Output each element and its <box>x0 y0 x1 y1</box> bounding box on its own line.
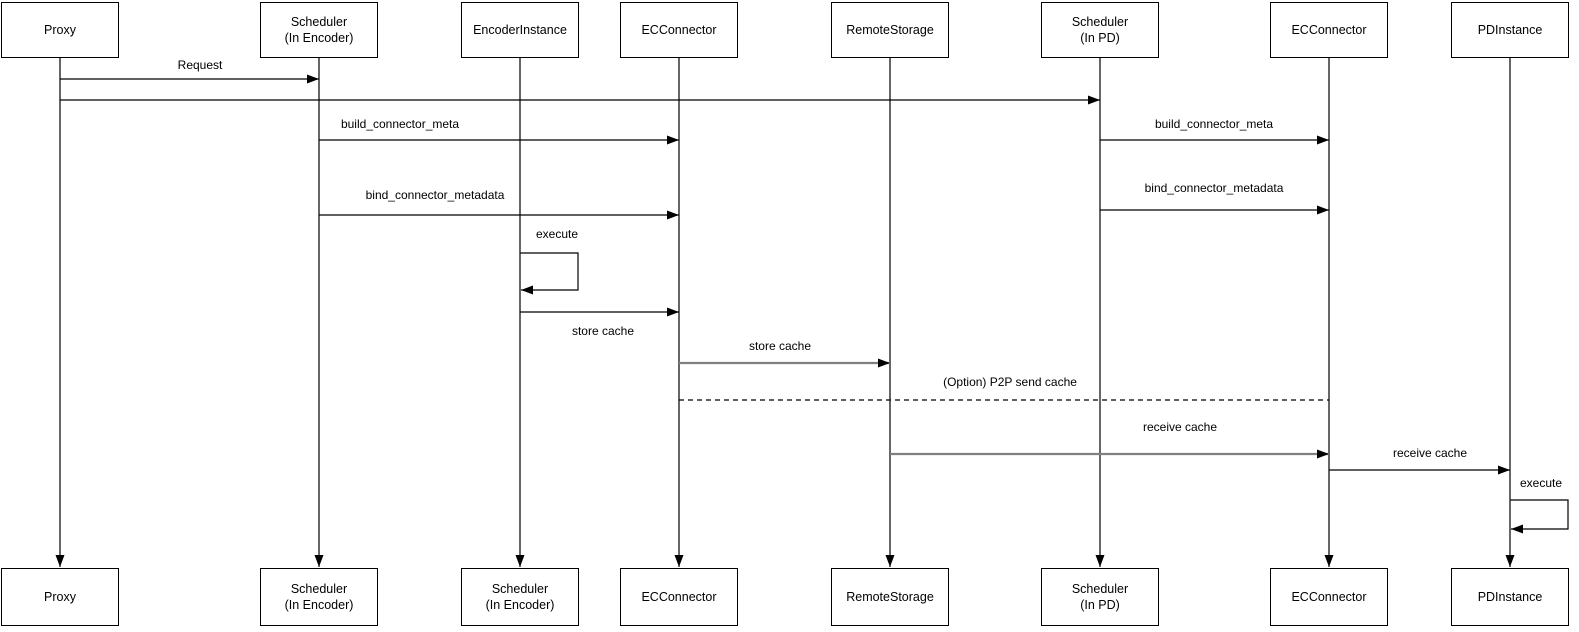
participant-label-bottom-ec-connector-2: ECConnector <box>1291 589 1367 604</box>
message-label-option-p2p-send-cache-8: (Option) P2P send cache <box>941 375 1079 389</box>
self-message-label-execute-pd-instance: execute <box>1517 476 1565 490</box>
participant-label-top-ec-connector-2: ECConnector <box>1291 22 1367 37</box>
participant-label-bottom-proxy: Proxy <box>44 589 76 604</box>
participant-box-bottom-proxy: Proxy <box>1 568 119 626</box>
message-label-request-0: Request <box>175 58 225 72</box>
participant-label-top-pd-instance: PDInstance <box>1477 22 1543 37</box>
message-label-receive-cache-9: receive cache <box>1140 420 1220 434</box>
participant-box-top-encoder-instance: EncoderInstance <box>461 2 579 58</box>
participant-label-top-ec-connector-1: ECConnector <box>641 22 717 37</box>
participant-label-bottom-scheduler-encoder: Scheduler (In Encoder) <box>284 581 354 612</box>
message-label-build-connector-meta-3: build_connector_meta <box>1152 117 1276 131</box>
participant-label-top-remote-storage: RemoteStorage <box>846 22 934 37</box>
participant-box-bottom-ec-connector-2: ECConnector <box>1270 568 1388 626</box>
message-label-store-cache-6: store cache <box>569 324 637 338</box>
participant-box-top-proxy: Proxy <box>1 2 119 58</box>
message-label-bind-connector-metadata-5: bind_connector_metadata <box>1142 181 1286 195</box>
participant-label-bottom-encoder-instance: Scheduler (In Encoder) <box>485 581 555 612</box>
participant-box-bottom-ec-connector-1: ECConnector <box>620 568 738 626</box>
participant-box-top-pd-instance: PDInstance <box>1451 2 1569 58</box>
participant-box-top-scheduler-pd: Scheduler (In PD) <box>1041 2 1159 58</box>
participant-label-top-encoder-instance: EncoderInstance <box>473 22 567 37</box>
message-label-receive-cache-10: receive cache <box>1390 446 1470 460</box>
participant-box-bottom-remote-storage: RemoteStorage <box>831 568 949 626</box>
participant-box-top-ec-connector-2: ECConnector <box>1270 2 1388 58</box>
participant-label-top-scheduler-pd: Scheduler (In PD) <box>1071 14 1129 45</box>
participant-box-top-remote-storage: RemoteStorage <box>831 2 949 58</box>
participant-box-bottom-scheduler-encoder: Scheduler (In Encoder) <box>260 568 378 626</box>
participant-box-bottom-pd-instance: PDInstance <box>1451 568 1569 626</box>
participant-box-bottom-encoder-instance: Scheduler (In Encoder) <box>461 568 579 626</box>
participant-label-bottom-remote-storage: RemoteStorage <box>846 589 934 604</box>
self-message-label-execute-encoder-instance: execute <box>533 227 581 241</box>
participant-label-top-proxy: Proxy <box>44 22 76 37</box>
message-label-bind-connector-metadata-4: bind_connector_metadata <box>363 188 507 202</box>
message-label-build-connector-meta-2: build_connector_meta <box>338 117 462 131</box>
participant-label-bottom-ec-connector-1: ECConnector <box>641 589 717 604</box>
participant-label-bottom-scheduler-pd: Scheduler (In PD) <box>1071 581 1129 612</box>
participant-label-top-scheduler-encoder: Scheduler (In Encoder) <box>284 14 354 45</box>
participant-box-top-ec-connector-1: ECConnector <box>620 2 738 58</box>
self-message-loop-execute-pd-instance <box>1510 499 1569 534</box>
self-message-loop-execute-encoder-instance <box>520 252 579 295</box>
participant-box-bottom-scheduler-pd: Scheduler (In PD) <box>1041 568 1159 626</box>
participant-label-bottom-pd-instance: PDInstance <box>1477 589 1543 604</box>
participant-box-top-scheduler-encoder: Scheduler (In Encoder) <box>260 2 378 58</box>
message-label-store-cache-7: store cache <box>746 339 814 353</box>
